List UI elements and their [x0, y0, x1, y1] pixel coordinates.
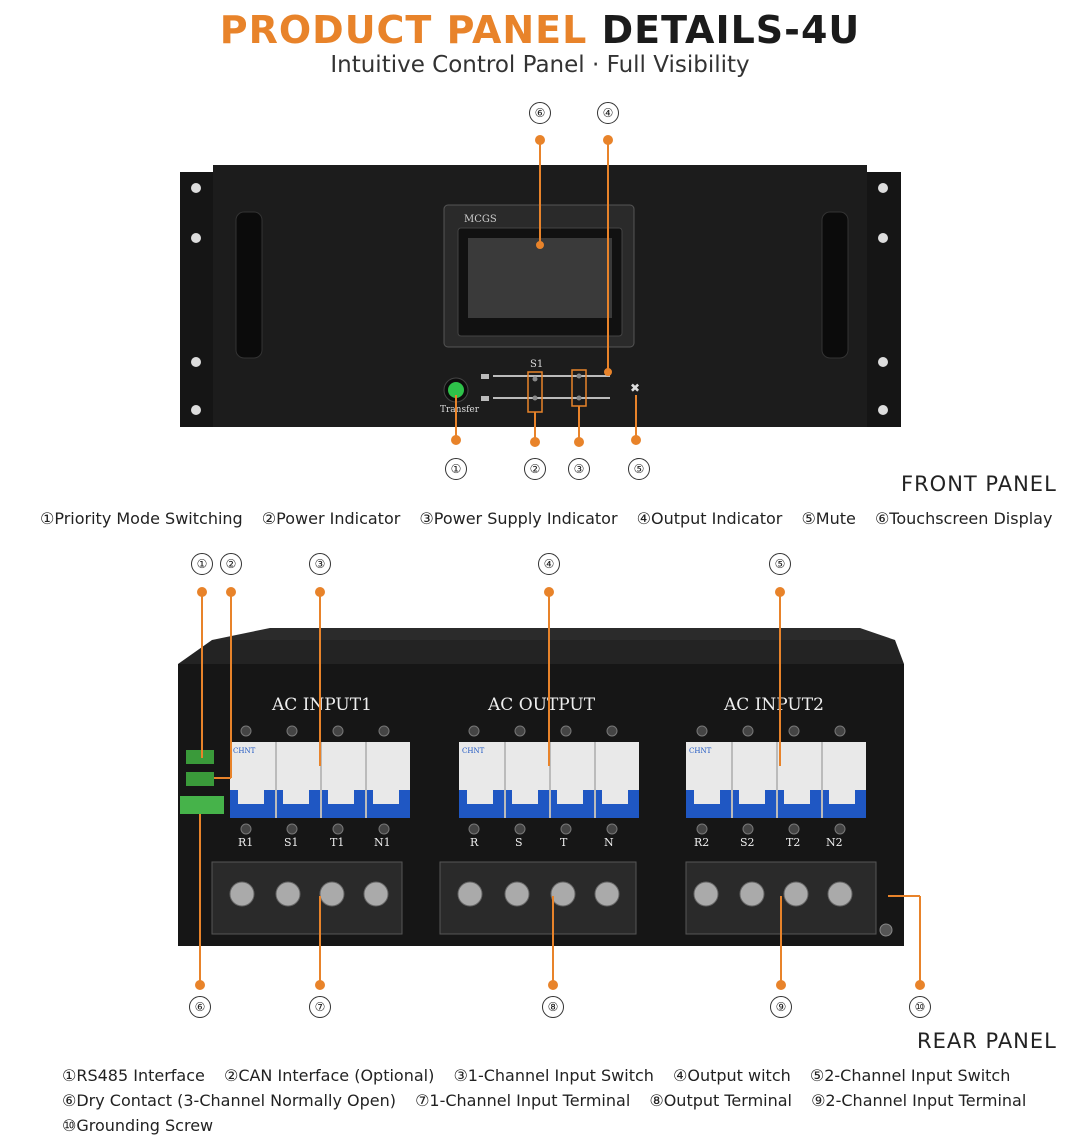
screen-brand: MCGS [464, 214, 497, 225]
rear-legend-5: ⑤2-Channel Input Switch [809, 1066, 1011, 1085]
front-callout-3: ③ [568, 458, 590, 480]
title-orange: PRODUCT PANEL [219, 8, 588, 52]
rear-callout-10: ⑩ [909, 996, 931, 1018]
title-dark: DETAILS-4U [601, 8, 861, 52]
rear-legend-3: ③1-Channel Input Switch [453, 1066, 654, 1085]
handle-left [235, 211, 263, 359]
touchscreen-display [468, 238, 612, 318]
rear-callout-1: ① [191, 553, 213, 575]
page-subtitle: Intuitive Control Panel · Full Visibilit… [330, 52, 750, 78]
rear-legend-2: ②CAN Interface (Optional) [223, 1066, 435, 1085]
transfer-button [448, 382, 464, 398]
term-n1: N1 [374, 836, 391, 849]
rear-callout-7: ⑦ [309, 996, 331, 1018]
terminal-block-input1 [211, 861, 403, 935]
term-s1: S1 [284, 836, 299, 849]
indicator-s1-label: S1 [530, 359, 543, 370]
handle-right [821, 211, 849, 359]
transfer-label: Transfer [440, 405, 480, 415]
rear-legend-line1: ①RS485 Interface ②CAN Interface (Optiona… [62, 1066, 1024, 1085]
front-callout-6: ⑥ [529, 102, 551, 124]
rear-legend-7: ⑦1-Channel Input Terminal [415, 1091, 631, 1110]
front-legend-6: ⑥Touchscreen Display [874, 509, 1053, 528]
term-s: S [515, 836, 523, 849]
rear-legend-4: ④Output witch [673, 1066, 791, 1085]
term-n: N [604, 836, 614, 849]
term-s2: S2 [740, 836, 755, 849]
green-connectors [180, 750, 224, 814]
rear-callout-5: ⑤ [769, 553, 791, 575]
grounding-screw [879, 923, 893, 937]
term-n2: N2 [826, 836, 843, 849]
rear-legend-9: ⑨2-Channel Input Terminal [811, 1091, 1027, 1110]
rear-legend-line3: ⑩Grounding Screw [62, 1116, 227, 1135]
breaker-brand-3: CHNT [689, 747, 712, 755]
rear-callout-9: ⑨ [770, 996, 792, 1018]
front-panel-label: FRONT PANEL [901, 472, 1057, 496]
rear-legend-10: ⑩Grounding Screw [62, 1116, 214, 1135]
rear-legend-8: ⑧Output Terminal [649, 1091, 792, 1110]
front-callout-5: ⑤ [628, 458, 650, 480]
rear-legend-6: ⑥Dry Contact (3-Channel Normally Open) [62, 1091, 396, 1110]
breaker-brand-2: CHNT [462, 747, 485, 755]
front-callout-4: ④ [597, 102, 619, 124]
rear-legend-line2: ⑥Dry Contact (3-Channel Normally Open) ⑦… [62, 1091, 1040, 1110]
term-t1: T1 [330, 836, 344, 849]
rear-callout-4: ④ [538, 553, 560, 575]
front-legend-4: ④Output Indicator [636, 509, 783, 528]
front-legend: ①Priority Mode Switching ②Power Indicato… [40, 509, 1066, 528]
front-callout-1: ① [445, 458, 467, 480]
breaker-input2: CHNT [686, 742, 866, 818]
rack-ear-left [180, 172, 216, 427]
rear-panel-label: REAR PANEL [917, 1029, 1057, 1053]
section-ac-output: AC OUTPUT [487, 695, 596, 715]
section-ac-input1: AC INPUT1 [271, 695, 372, 715]
front-legend-3: ③Power Supply Indicator [419, 509, 618, 528]
front-legend-2: ②Power Indicator [261, 509, 401, 528]
breaker-brand-1: CHNT [233, 747, 256, 755]
front-legend-1: ①Priority Mode Switching [40, 509, 243, 528]
term-t2: T2 [786, 836, 800, 849]
page-title: PRODUCT PANEL DETAILS-4U [0, 8, 1080, 52]
mute-icon: ✖ [630, 381, 640, 395]
section-ac-input2: AC INPUT2 [723, 695, 824, 715]
terminal-block-output [439, 861, 637, 935]
rear-callout-6: ⑥ [189, 996, 211, 1018]
front-legend-5: ⑤Mute [801, 509, 856, 528]
rear-callout-3: ③ [309, 553, 331, 575]
term-t: T [560, 836, 568, 849]
term-r2: R2 [694, 836, 709, 849]
rack-ear-right [865, 172, 901, 427]
rear-panel-image: AC INPUT1 AC OUTPUT AC INPUT2 CHNT CHNT … [178, 587, 925, 990]
front-callout-2: ② [524, 458, 546, 480]
term-r: R [470, 836, 479, 849]
rear-callout-8: ⑧ [542, 996, 564, 1018]
term-r1: R1 [238, 836, 253, 849]
rear-callout-2: ② [220, 553, 242, 575]
front-panel-image: MCGS Transfer S1 ✖ [180, 135, 901, 447]
rear-legend-1: ①RS485 Interface [62, 1066, 205, 1085]
